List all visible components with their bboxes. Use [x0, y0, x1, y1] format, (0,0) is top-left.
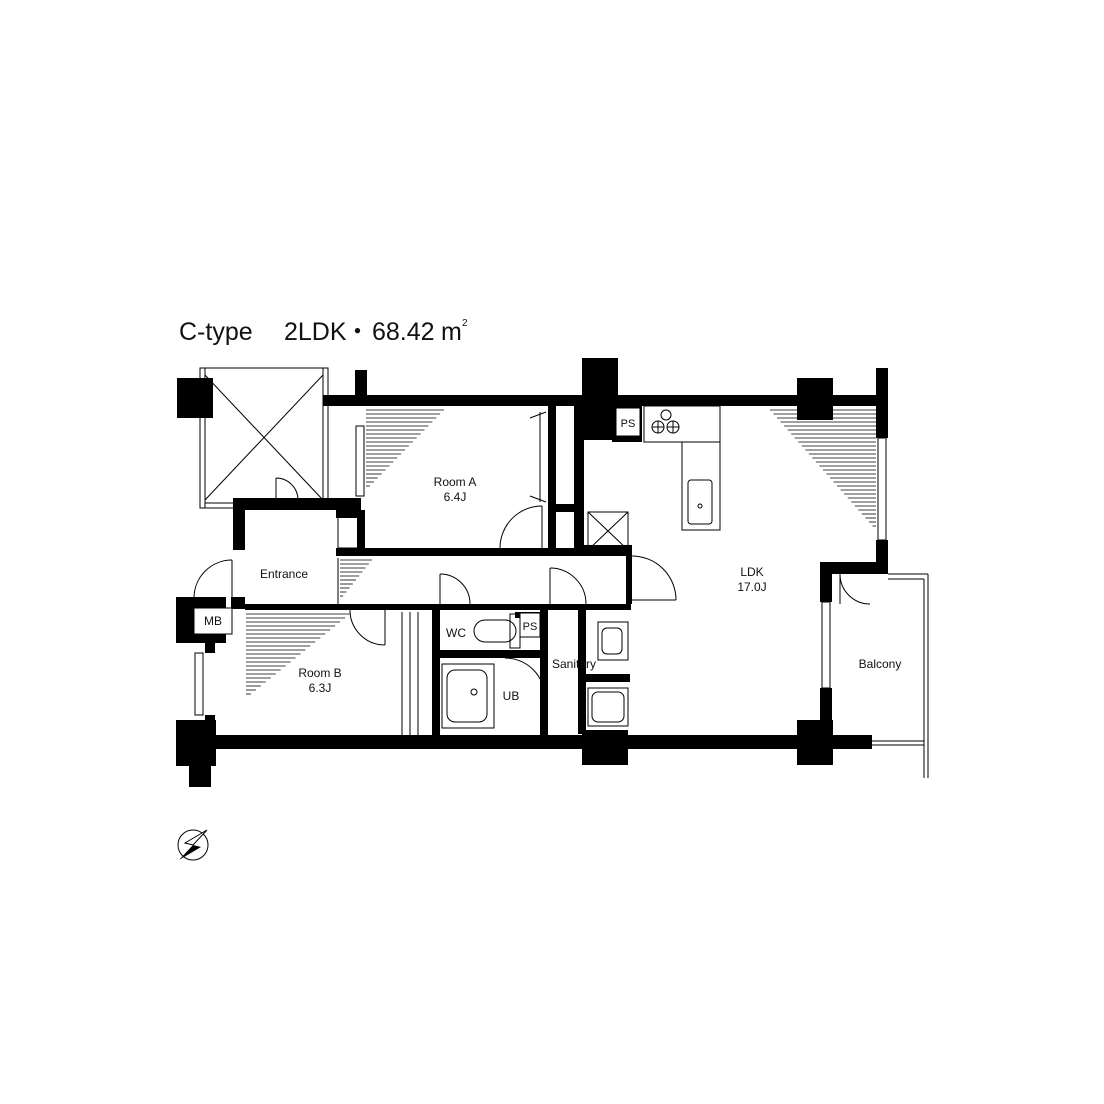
- walls: [176, 368, 888, 749]
- plan-separator: ・: [345, 318, 370, 346]
- stove-icon: [651, 409, 680, 434]
- washing-machine-icon: [587, 687, 629, 727]
- wc-name: WC: [446, 626, 466, 640]
- external-shaft: [199, 367, 329, 509]
- bathtub-icon: [441, 663, 495, 729]
- room-a-name: Room A: [434, 475, 477, 489]
- room-b-name: Room B: [298, 666, 341, 680]
- plan-area: 68.42: [372, 318, 435, 346]
- balcony-area: [872, 573, 929, 778]
- ldk-size: 17.0J: [737, 580, 766, 594]
- plan-area-unit-sup: 2: [462, 318, 468, 329]
- plan-layout: 2LDK: [284, 318, 347, 346]
- ub-name: UB: [503, 689, 520, 703]
- plan-type: C-type: [179, 318, 253, 346]
- mb-label: MB: [204, 614, 222, 628]
- entrance-name: Entrance: [260, 567, 308, 581]
- kitchen: [587, 405, 721, 551]
- room-a-closet: [529, 411, 547, 503]
- plan-area-unit: m: [441, 318, 462, 346]
- doors: [193, 477, 871, 699]
- ps-kitchen-name: PS: [621, 418, 636, 430]
- ldk-name: LDK: [740, 565, 763, 579]
- sanitary-name: Sanitary: [552, 657, 596, 671]
- windows: [194, 425, 887, 716]
- washbasin-icon: [597, 621, 629, 661]
- storage-lines: [337, 558, 419, 735]
- ps-wc-name: PS: [523, 621, 538, 633]
- compass-icon: [177, 829, 209, 861]
- room-b-size: 6.3J: [309, 681, 332, 695]
- shoe-cabinet: [337, 513, 363, 549]
- toilet-icon: [473, 613, 521, 649]
- balcony-name: Balcony: [859, 657, 902, 671]
- floor-hatching: [246, 409, 876, 695]
- room-a-size: 6.4J: [444, 490, 467, 504]
